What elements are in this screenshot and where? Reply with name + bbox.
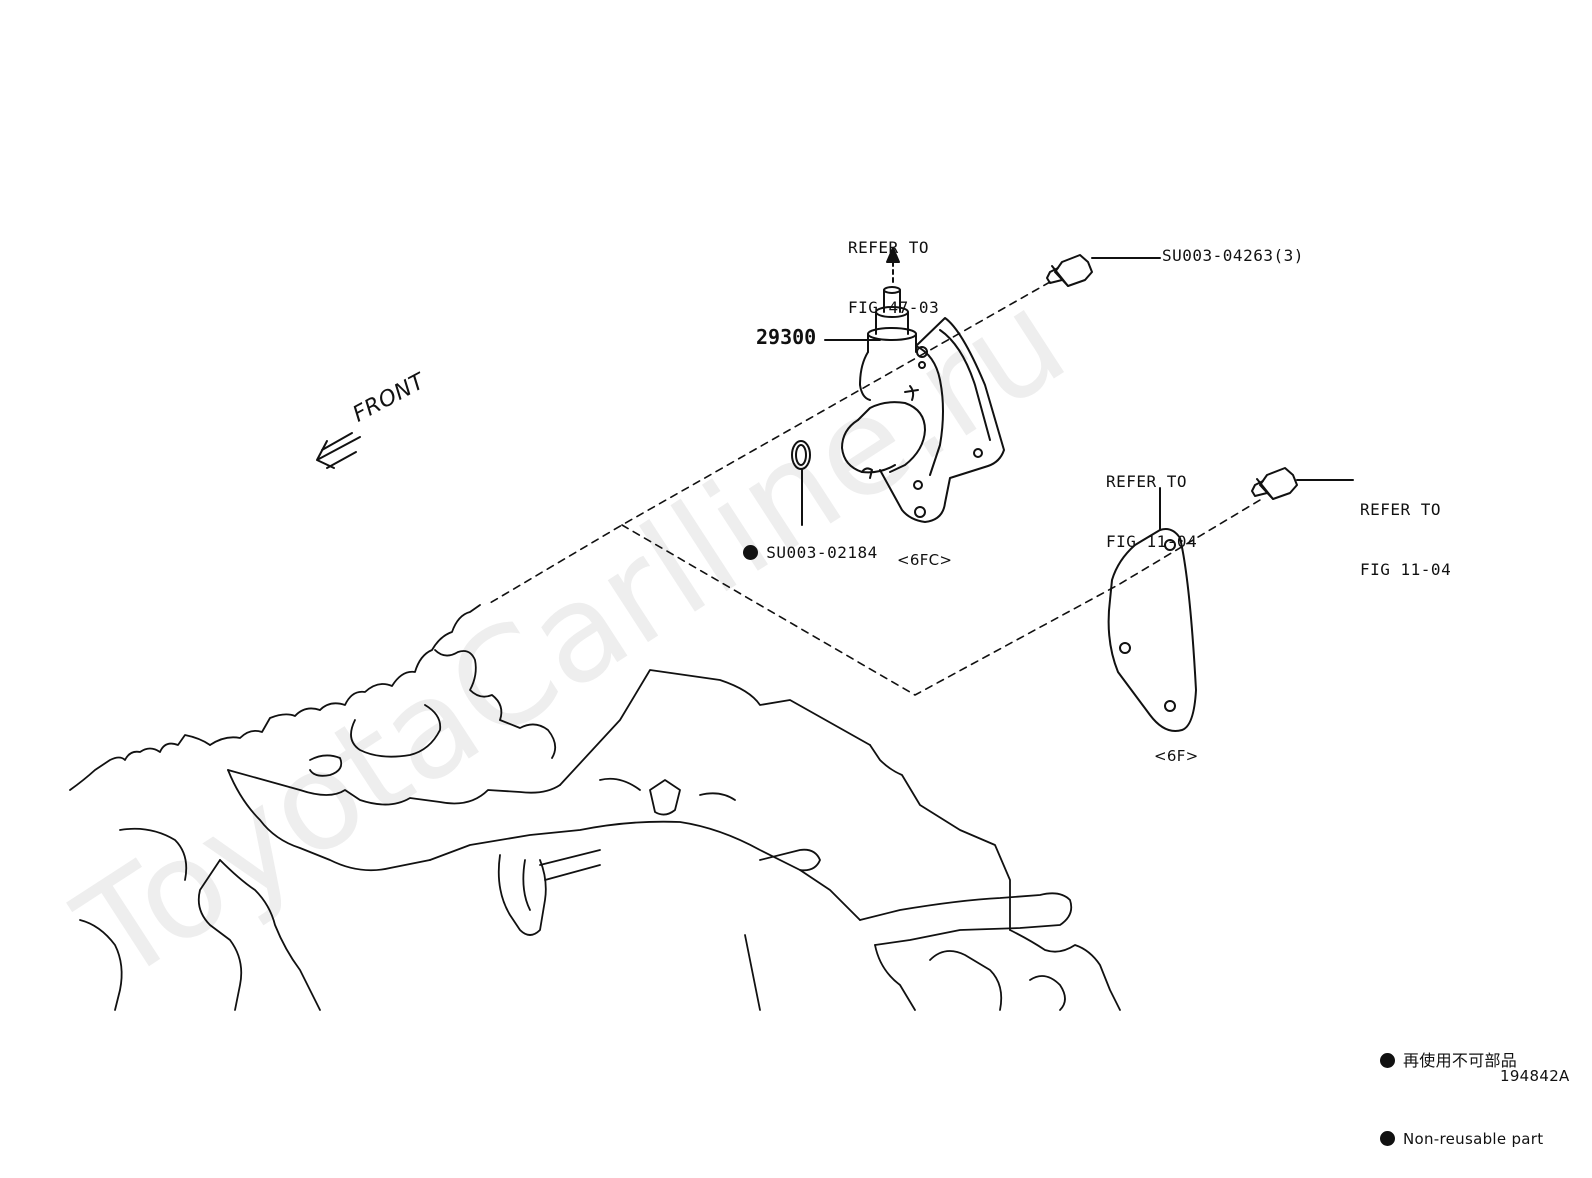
legend: 再使用不可部品 Non-reusable part [1380, 996, 1543, 1178]
oring-part-number: SU003-02184 [723, 523, 878, 563]
bolt-2-drawing [1251, 467, 1354, 500]
vacuum-pump-drawing [841, 286, 1005, 523]
figure-id: 194842A [1500, 1067, 1570, 1085]
code-6fc: <6FC> [897, 551, 953, 569]
part-number-29300: 29300 [756, 325, 817, 349]
refer-gasket-line1: REFER TO [1106, 472, 1188, 491]
bolt-drawing [1046, 254, 1161, 287]
refer-top-label: REFER TO FIG 47-03 [848, 198, 939, 338]
engine-block-drawing [69, 604, 1121, 1011]
front-arrow-icon [316, 432, 361, 469]
refer-top-line2: FIG 47-03 [848, 298, 940, 317]
legend-dot-icon [1380, 1053, 1395, 1068]
non-reusable-dot-icon [743, 545, 759, 560]
refer-bolt2-line2: FIG 11-04 [1360, 560, 1452, 579]
refer-top-line1: REFER TO [848, 238, 930, 257]
refer-gasket-label: REFER TO FIG 11-04 [1106, 432, 1197, 572]
refer-bolt2-label: REFER TO FIG 11-04 [1360, 460, 1451, 600]
refer-gasket-line2: FIG 11-04 [1106, 532, 1198, 551]
exploded-diagram [69, 247, 1354, 1011]
refer-bolt2-line1: REFER TO [1360, 500, 1442, 519]
code-6f: <6F> [1154, 747, 1199, 765]
legend-en: Non-reusable part [1380, 1126, 1543, 1152]
gasket-drawing [1107, 487, 1197, 732]
legend-jp: 再使用不可部品 [1380, 1048, 1543, 1074]
bolt-part-number: SU003-04263(3) [1162, 246, 1304, 265]
legend-en-text: Non-reusable part [1403, 1130, 1544, 1148]
legend-jp-text: 再使用不可部品 [1403, 1051, 1518, 1070]
up-arrow-icon [886, 247, 900, 283]
oring-part-text: SU003-02184 [766, 543, 878, 562]
legend-dot-icon-2 [1380, 1131, 1395, 1146]
o-ring-drawing [791, 440, 811, 526]
